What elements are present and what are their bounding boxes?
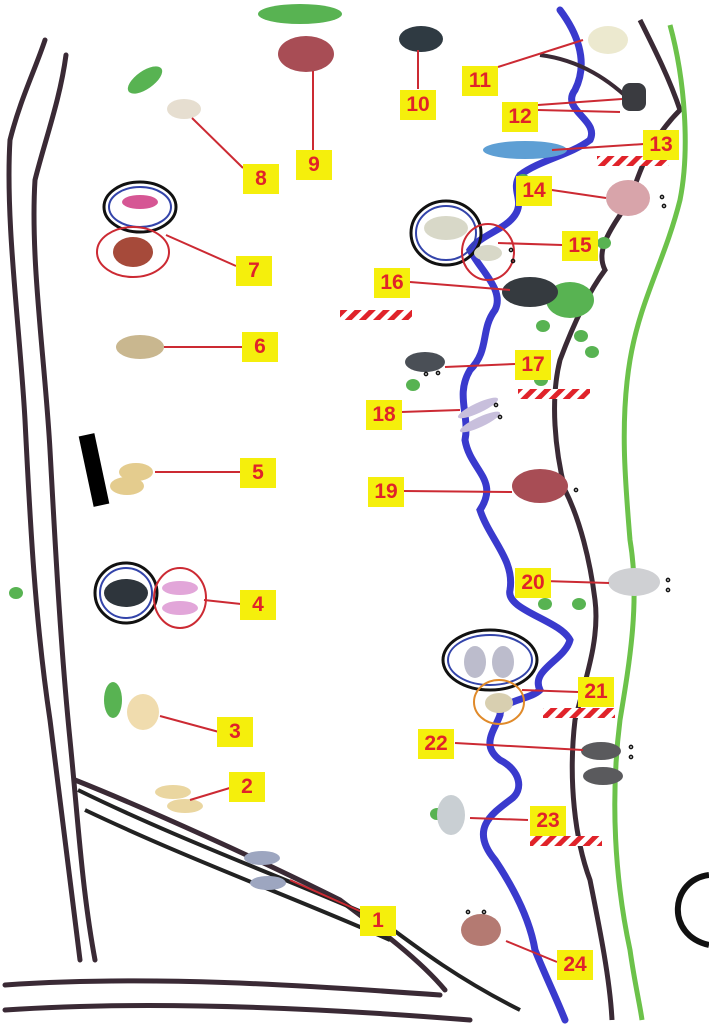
green-trail — [612, 24, 688, 1021]
station-badge-16: 16 — [374, 268, 410, 298]
boar-figure — [104, 579, 148, 607]
animal-figures — [104, 26, 660, 946]
station-badge-18: 18 — [366, 400, 402, 430]
station-badge-17: 17 — [515, 350, 551, 380]
deer-pair-figure — [110, 463, 153, 495]
leader-lines — [155, 39, 645, 963]
station-badge-21: 21 — [578, 677, 614, 707]
station-badge-1: 1 — [360, 906, 396, 936]
station-badge-3: 3 — [217, 717, 253, 747]
station-badge-2: 2 — [229, 772, 265, 802]
geese-figure — [424, 216, 502, 261]
station-badge-8: 8 — [243, 164, 279, 194]
station-badge-15: 15 — [562, 231, 598, 261]
station-badge-19: 19 — [368, 477, 404, 507]
small-animals-figure — [113, 195, 158, 267]
fish-figure — [457, 397, 501, 433]
wolf-figure — [608, 568, 660, 596]
station-badge-10: 10 — [400, 90, 436, 120]
station-badge-14: 14 — [516, 176, 552, 206]
lying-deer-figure — [155, 785, 203, 813]
sitting-wolf-figure — [437, 795, 465, 835]
ibex-figure — [461, 914, 501, 946]
lynx-figure — [405, 352, 445, 372]
hatched-barriers — [78, 156, 669, 846]
mountain-goat-figure — [588, 26, 628, 54]
mountain-lion-figure — [127, 694, 159, 730]
bear-figure-2 — [512, 469, 568, 503]
station-badge-20: 20 — [515, 568, 551, 598]
owls-figure — [622, 83, 646, 111]
station-badge-12: 12 — [502, 102, 538, 132]
boar-figure-2 — [399, 26, 443, 52]
pigs-figure — [162, 581, 198, 615]
rabbits-figure — [464, 646, 514, 713]
station-badge-6: 6 — [242, 332, 278, 362]
ram-figure — [606, 180, 650, 216]
exit-arc — [674, 872, 709, 948]
station-badge-23: 23 — [530, 806, 566, 836]
station-badge-11: 11 — [462, 66, 498, 96]
station-badge-13: 13 — [643, 130, 679, 160]
tortoise-figure — [116, 335, 164, 359]
group-circles — [93, 180, 539, 725]
marker-dots — [423, 194, 671, 915]
right-trail — [552, 18, 683, 1021]
station-badge-5: 5 — [240, 458, 276, 488]
left-trail — [2, 37, 473, 1023]
badger-figure — [244, 851, 286, 890]
boars-figure — [581, 742, 623, 785]
wild-boar-figure — [502, 277, 558, 307]
station-badge-7: 7 — [236, 256, 272, 286]
station-badge-4: 4 — [240, 590, 276, 620]
river — [459, 6, 596, 1024]
goat-figure — [167, 99, 201, 119]
shark-figure — [483, 141, 567, 159]
station-badge-22: 22 — [418, 729, 454, 759]
bear-figure — [278, 36, 334, 72]
branch-trail — [539, 53, 637, 107]
station-badge-24: 24 — [557, 950, 593, 980]
station-badge-9: 9 — [296, 150, 332, 180]
